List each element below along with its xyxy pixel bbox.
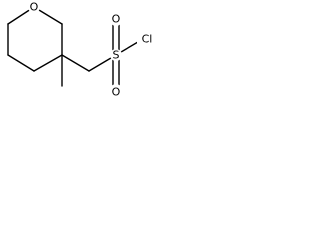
ring-bond-c3-c4 xyxy=(7,54,35,72)
sulfonyl-oxygen-top-bg xyxy=(110,14,122,26)
sulfur-label: S xyxy=(113,49,120,62)
chlorine-bg xyxy=(137,32,153,46)
chemical-structure: O S Cl O O xyxy=(7,1,153,99)
sulfonyl-oxygen-bottom-bg xyxy=(110,84,122,96)
ring-oxygen-label: O xyxy=(30,1,39,14)
sulfonyl-oxygen-bottom-label: O xyxy=(112,86,121,99)
ring-oxygen-bg xyxy=(28,1,40,13)
ring-bond-c4-c5 xyxy=(33,54,63,72)
sulfur-bg xyxy=(110,49,122,61)
oxane-ring xyxy=(7,6,63,72)
sulfonyl-oxygen-top-label: O xyxy=(112,13,121,26)
chlorine-label: Cl xyxy=(142,33,153,46)
bond-c5-ch2 xyxy=(61,54,90,72)
